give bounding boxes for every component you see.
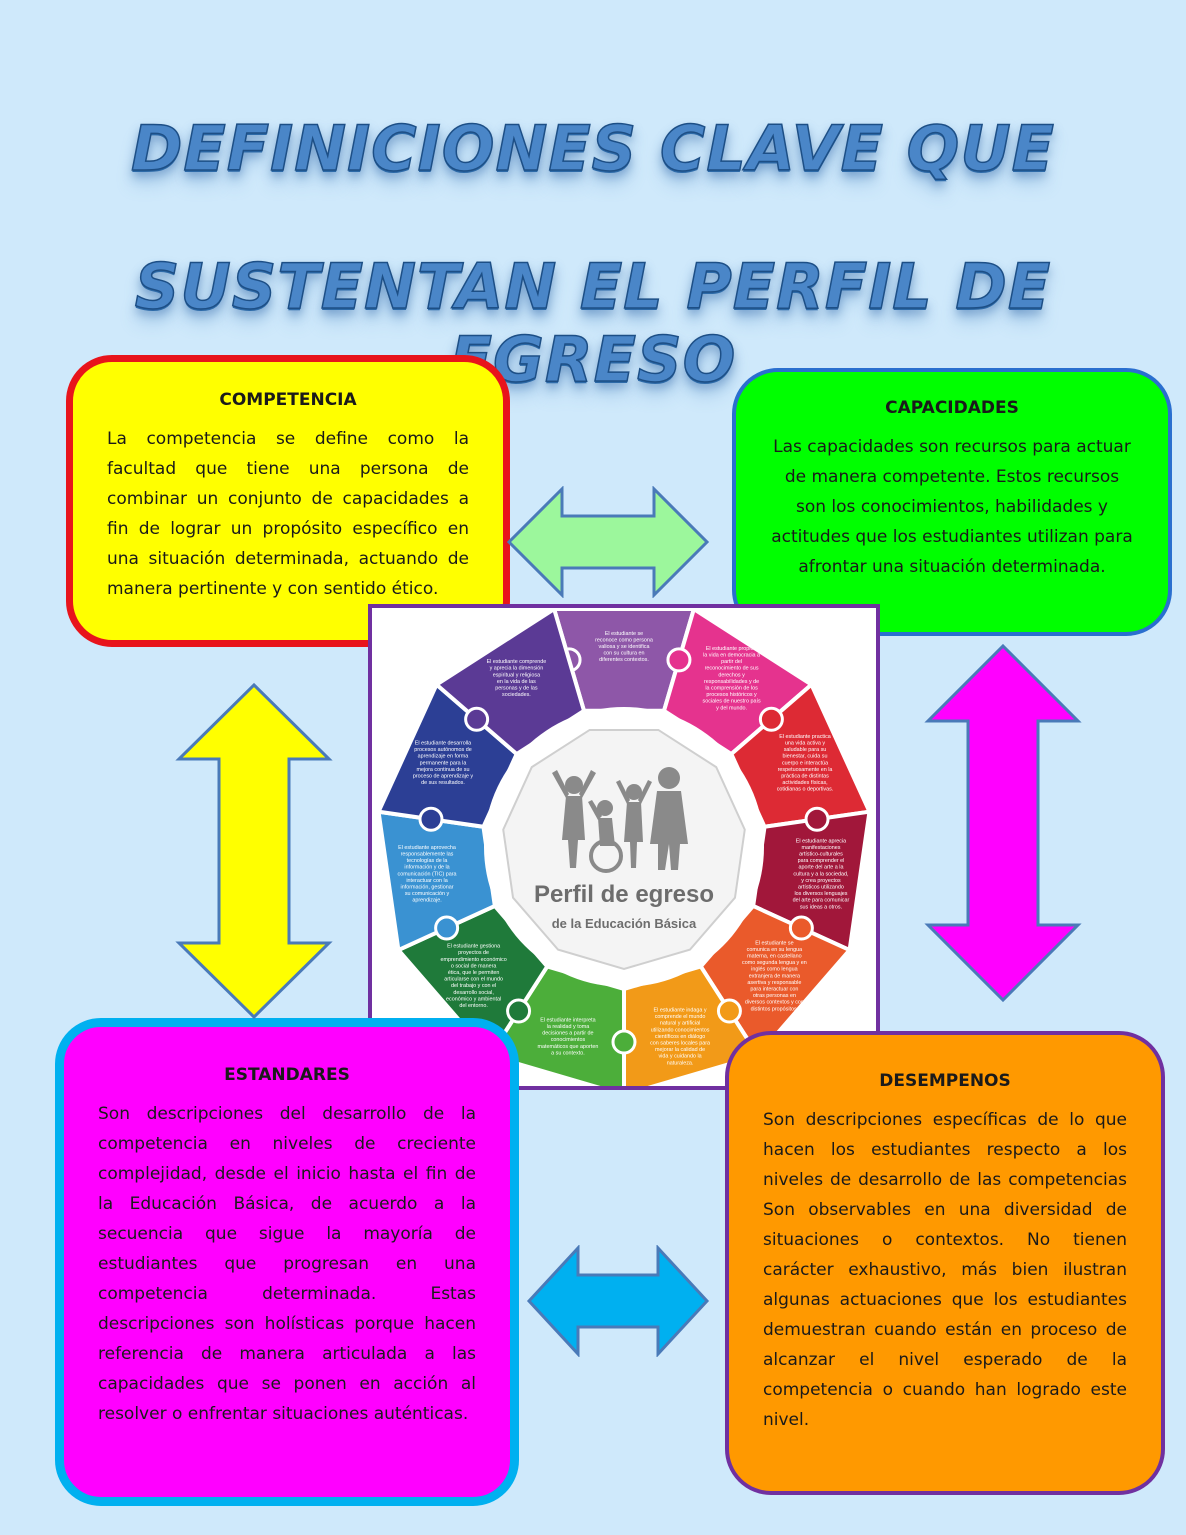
estandares-box: ESTANDARES Son descripciones del desarro…: [55, 1018, 519, 1506]
desempenos-box: DESEMPENOS Son descripciones específicas…: [725, 1031, 1165, 1495]
double-arrow-vertical-left: [175, 682, 333, 1020]
puzzle-knob: [804, 806, 830, 832]
wheel-segment: [433, 605, 587, 757]
competencia-box: COMPETENCIA La competencia se define com…: [66, 355, 510, 647]
competencia-text: La competencia se define como la faculta…: [107, 429, 469, 599]
puzzle-knob: [666, 647, 692, 673]
desempenos-heading: DESEMPENOS: [879, 1071, 1011, 1091]
capacidades-box: CAPACIDADES Las capacidades son recursos…: [732, 368, 1172, 636]
capacidades-heading: CAPACIDADES: [885, 398, 1019, 418]
puzzle-knob: [788, 915, 814, 941]
puzzle-knob: [434, 915, 460, 941]
puzzle-knob: [464, 706, 490, 732]
puzzle-knob: [506, 998, 532, 1024]
puzzle-knob: [716, 998, 742, 1024]
competencia-heading: COMPETENCIA: [219, 390, 357, 410]
wheel-subtitle: de la Educación Básica: [552, 916, 697, 931]
page-title-line-2: SUSTENTAN EL PERFIL DE EGRESO: [134, 249, 1052, 397]
page-title-line-1: DEFINICIONES CLAVE QUE: [130, 111, 1056, 186]
puzzle-knob: [758, 706, 784, 732]
estandares-text: Son descripciones del desarrollo de la c…: [98, 1104, 476, 1424]
double-arrow-vertical-right: [924, 643, 1082, 1003]
people-silhouette-icon: [552, 767, 688, 873]
estandares-heading: ESTANDARES: [224, 1065, 350, 1085]
puzzle-knob: [418, 806, 444, 832]
desempenos-text: Son descripciones específicas de lo que …: [763, 1110, 1127, 1430]
puzzle-knob: [611, 1029, 637, 1055]
wheel-title: Perfil de egreso: [534, 881, 714, 908]
double-arrow-horizontal-bottom: [526, 1245, 710, 1357]
capacidades-text: Las capacidades son recursos para actuar…: [771, 437, 1133, 577]
double-arrow-horizontal-top: [506, 486, 710, 598]
